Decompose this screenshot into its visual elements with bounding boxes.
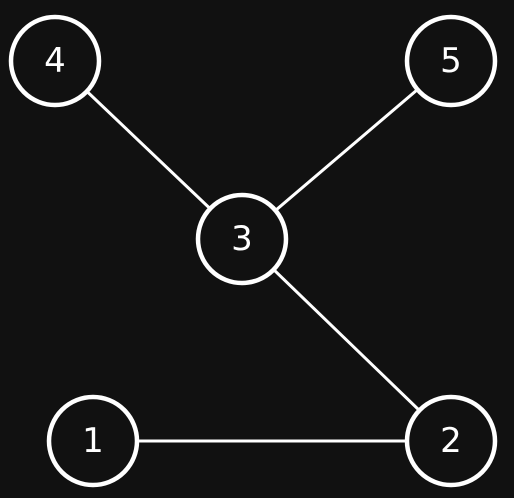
edge-3-2 — [240, 237, 453, 443]
node-circle-3 — [195, 192, 289, 286]
node-circle-4 — [8, 14, 102, 108]
node-1: 1 — [46, 394, 140, 488]
node-label-4: 4 — [44, 41, 66, 81]
node-2: 2 — [404, 394, 498, 488]
node-circle-2 — [404, 394, 498, 488]
node-circle-1 — [46, 394, 140, 488]
node-label-5: 5 — [440, 41, 462, 81]
node-label-3: 3 — [231, 219, 253, 259]
nodes-layer: 1 2 3 4 5 — [8, 14, 498, 488]
node-4: 4 — [8, 14, 102, 108]
node-label-1: 1 — [82, 421, 104, 461]
node-label-2: 2 — [440, 421, 462, 461]
node-5: 5 — [404, 14, 498, 108]
node-circle-5 — [404, 14, 498, 108]
node-3: 3 — [195, 192, 289, 286]
